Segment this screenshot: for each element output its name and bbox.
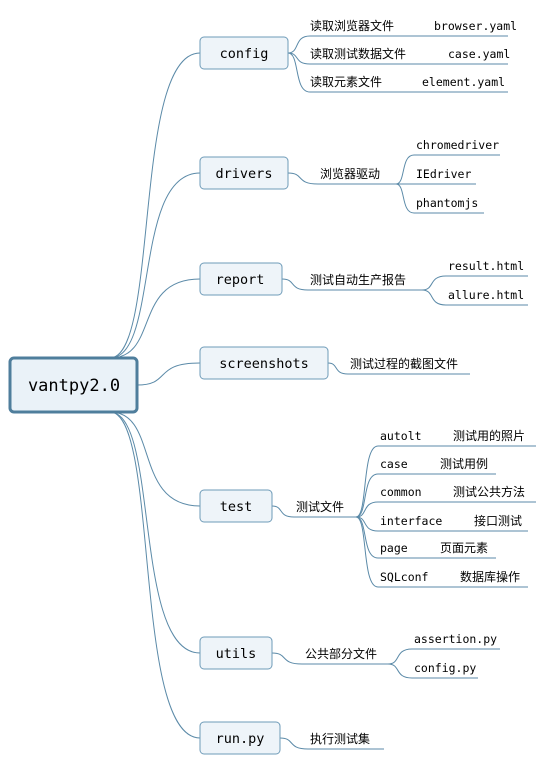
leaf-label: 浏览器驱动 <box>320 166 380 181</box>
connector-line <box>109 278 201 359</box>
branch-node-config[interactable] <box>199 36 289 70</box>
connector-line <box>387 648 413 665</box>
pair-value: 测试公共方法 <box>453 484 525 499</box>
connector-line <box>355 516 379 559</box>
connector-line <box>421 275 447 291</box>
connector-line <box>287 172 319 185</box>
branch-label-report: report <box>216 272 265 288</box>
connector-line <box>109 411 201 654</box>
leaf-item: chromedriver <box>416 138 499 152</box>
leaf-label: 测试过程的截图文件 <box>350 356 458 371</box>
connector-lines <box>109 35 536 750</box>
pair-value: 测试用的照片 <box>453 428 525 443</box>
connector-line <box>355 516 379 588</box>
leaf-value: element.yaml <box>422 75 505 89</box>
connector-line <box>355 473 379 518</box>
pair-label: interface <box>380 514 442 528</box>
branch-node-utils[interactable] <box>199 636 273 670</box>
connector-line <box>355 445 379 518</box>
pair-label: autolt <box>380 429 422 443</box>
pair-value: 数据库操作 <box>460 569 520 584</box>
root-node-label: vantpy2.0 <box>28 376 120 396</box>
pair-value: 测试用例 <box>440 456 488 471</box>
connector-line <box>109 172 201 359</box>
connector-line <box>109 52 201 359</box>
leaf-label: 读取测试数据文件 <box>310 46 406 61</box>
branch-label-screenshots: screenshots <box>219 356 308 372</box>
connector-line <box>355 501 379 518</box>
branch-node-test[interactable] <box>199 489 273 523</box>
connector-line <box>136 362 201 386</box>
leaf-label: 公共部分文件 <box>305 646 377 661</box>
leaf-value: browser.yaml <box>434 19 517 33</box>
branch-node-drivers[interactable] <box>199 156 289 190</box>
connector-line <box>395 183 415 214</box>
leaf-label: 执行测试集 <box>310 731 370 746</box>
leaf-value: case.yaml <box>448 47 510 61</box>
branch-label-test: test <box>220 499 253 515</box>
branch-label-run-py: run.py <box>216 731 265 747</box>
leaf-item: IEdriver <box>416 167 471 181</box>
connector-line <box>109 411 201 739</box>
connector-line <box>327 362 349 375</box>
leaf-label: 测试文件 <box>296 499 344 514</box>
pair-label: case <box>380 457 408 471</box>
branch-node-run-py[interactable] <box>199 721 281 755</box>
leaf-label: 读取元素文件 <box>310 74 382 89</box>
leaf-item: assertion.py <box>414 632 497 646</box>
leaf-item: phantomjs <box>416 196 478 210</box>
branch-label-utils: utils <box>216 646 257 662</box>
connector-line <box>395 154 415 185</box>
connector-line <box>287 35 311 54</box>
branch-label-drivers: drivers <box>216 166 273 182</box>
leaf-item: config.py <box>414 661 476 675</box>
connector-line <box>271 652 303 665</box>
connector-line <box>421 289 447 306</box>
pair-value: 页面元素 <box>440 541 488 555</box>
branch-node-report[interactable] <box>199 262 283 296</box>
branch-label-config: config <box>220 46 269 62</box>
leaf-item: allure.html <box>448 288 524 302</box>
pair-label: common <box>380 485 422 499</box>
pair-value: 接口测试 <box>474 513 522 528</box>
root-node-box[interactable] <box>8 356 139 414</box>
pair-label: SQLconf <box>380 570 428 584</box>
pair-label: page <box>380 541 408 555</box>
connector-line <box>387 663 413 679</box>
leaf-label: 读取浏览器文件 <box>310 18 394 33</box>
connector-line <box>281 278 309 291</box>
connector-line <box>287 52 311 93</box>
connector-line <box>279 737 309 750</box>
leaf-label: 测试自动生产报告 <box>310 272 406 287</box>
branch-node-screenshots[interactable] <box>199 346 329 380</box>
connector-line <box>271 505 295 518</box>
leaf-item: result.html <box>448 259 524 273</box>
connector-line <box>109 411 201 507</box>
